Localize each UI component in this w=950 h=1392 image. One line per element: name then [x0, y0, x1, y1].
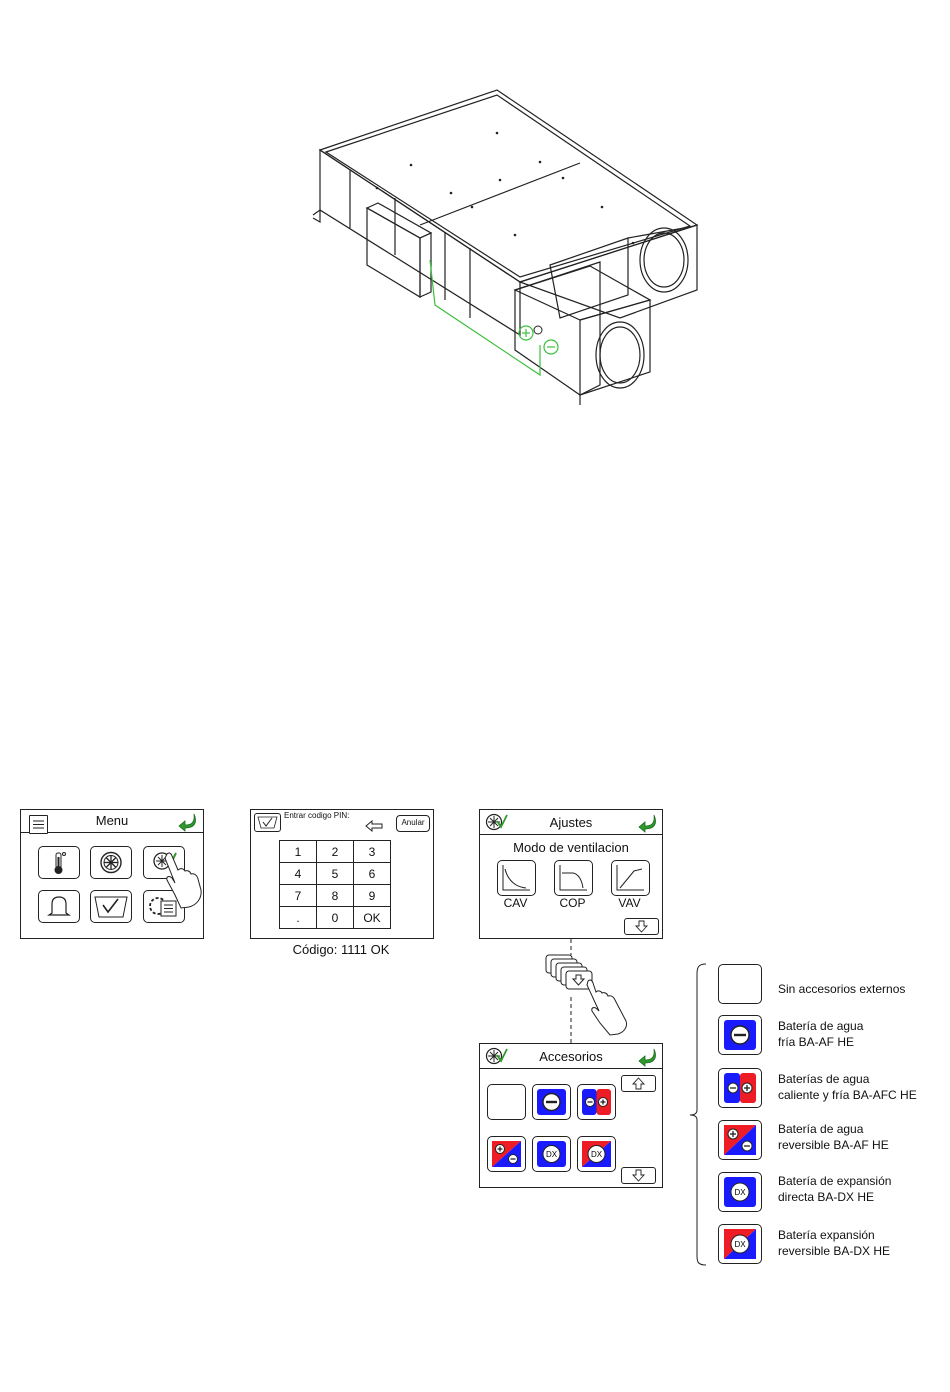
acc-cold-water-button[interactable] — [532, 1084, 571, 1120]
acc-dx-button[interactable]: DX — [532, 1136, 571, 1172]
checklist-icon — [94, 896, 128, 918]
hot-cold-coil-icon — [582, 1089, 611, 1115]
legend-icon-dx-reversible: DX — [718, 1224, 762, 1264]
accesorios-title: Accesorios — [539, 1049, 603, 1064]
transition-graphic — [545, 939, 627, 1043]
legend-icon-dx: DX — [718, 1172, 762, 1212]
key-2[interactable]: 2 — [316, 840, 354, 863]
scroll-down-button[interactable] — [621, 1167, 656, 1184]
legend-icon-hot-cold-water — [718, 1068, 762, 1108]
ajustes-title: Ajustes — [549, 815, 593, 830]
ajustes-header: Ajustes — [480, 810, 662, 835]
back-arrow-icon[interactable] — [637, 813, 659, 833]
checklist-icon — [257, 816, 278, 829]
acc-none-button[interactable] — [487, 1084, 526, 1120]
fan-icon — [100, 851, 122, 874]
back-arrow-icon[interactable] — [637, 1047, 659, 1067]
arrow-down-icon — [634, 920, 649, 933]
dx-text: DX — [546, 1150, 558, 1159]
reversible-coil-icon — [724, 1125, 756, 1155]
acc-hot-cold-water-button[interactable] — [577, 1084, 616, 1120]
reversible-coil-icon — [492, 1141, 521, 1167]
legend-icon-none — [718, 964, 762, 1004]
accesorios-screen: Accesorios DX DX — [479, 1043, 663, 1188]
cancel-label: Anular — [401, 818, 425, 827]
scroll-up-button[interactable] — [621, 1075, 656, 1092]
cold-coil-icon — [537, 1089, 566, 1115]
mode-vav-label: VAV — [618, 896, 641, 910]
unit-illustration — [312, 89, 699, 405]
hot-cold-coil-icon — [724, 1073, 756, 1103]
dx-text: DX — [734, 1188, 746, 1197]
dx-coil-icon: DX — [724, 1177, 756, 1207]
dx-text: DX — [591, 1150, 603, 1159]
dx-reversible-coil-icon: DX — [582, 1141, 611, 1167]
ventilation-button[interactable] — [90, 846, 132, 879]
mode-cav-button[interactable] — [497, 860, 536, 896]
acc-dx-reversible-button[interactable]: DX — [577, 1136, 616, 1172]
legend-label-none: Sin accesorios externos — [778, 982, 906, 996]
acc-reversible-water-button[interactable] — [487, 1136, 526, 1172]
cav-curve-icon — [502, 865, 530, 891]
fan-check-icon — [485, 1047, 508, 1065]
dx-coil-icon: DX — [537, 1141, 566, 1167]
fan-check-icon — [485, 813, 508, 831]
menu-screen: Menu — [20, 809, 204, 939]
dx-text: DX — [734, 1240, 746, 1249]
key-dot[interactable]: . — [279, 906, 317, 929]
mode-cav-label: CAV — [503, 896, 528, 910]
key-7[interactable]: 7 — [279, 884, 317, 907]
legend-icon-cold-water — [718, 1015, 762, 1055]
ajustes-screen: Ajustes Modo de ventilacion CAV COP VAV — [479, 809, 663, 939]
dx-reversible-coil-icon: DX — [724, 1229, 756, 1259]
thermometer-icon — [54, 852, 66, 874]
back-arrow-icon[interactable] — [177, 812, 199, 832]
cop-curve-icon — [559, 865, 587, 891]
legend-label-cold-water: Batería de agua fría BA-AF HE — [778, 1019, 864, 1049]
legend-label-hot-cold-water: Baterías de agua caliente y fría BA-AFC … — [778, 1072, 917, 1102]
vav-curve-icon — [616, 865, 644, 891]
pin-prompt: Entrar codigo PIN: — [284, 811, 350, 820]
arrow-down-icon — [631, 1169, 646, 1182]
accesorios-header: Accesorios — [480, 1044, 662, 1069]
menu-header: Menu — [21, 810, 203, 834]
service-button[interactable] — [90, 890, 132, 923]
alarm-button[interactable] — [38, 890, 80, 923]
scroll-down-button[interactable] — [624, 918, 659, 935]
legend-icon-reversible-water — [718, 1120, 762, 1160]
key-5[interactable]: 5 — [316, 862, 354, 885]
legend-bracket — [689, 963, 707, 1266]
cold-coil-icon — [724, 1020, 756, 1050]
legend-label-dx-reversible: Batería expansión reversible BA-DX HE — [778, 1228, 891, 1258]
key-0[interactable]: 0 — [316, 906, 354, 929]
menu-title: Menu — [95, 813, 129, 828]
key-ok[interactable]: OK — [353, 906, 391, 929]
ventilation-mode-title: Modo de ventilacion — [513, 840, 629, 855]
gear-list-icon — [149, 897, 177, 917]
key-3[interactable]: 3 — [353, 840, 391, 863]
mode-cop-label: COP — [559, 896, 586, 910]
key-9[interactable]: 9 — [353, 884, 391, 907]
cancel-button[interactable]: Anular — [396, 815, 430, 832]
mode-vav-button[interactable] — [611, 860, 650, 896]
bell-icon — [47, 896, 71, 916]
key-8[interactable]: 8 — [316, 884, 354, 907]
arrow-up-icon — [631, 1077, 646, 1090]
menu-list-button[interactable] — [29, 815, 48, 834]
key-1[interactable]: 1 — [279, 840, 317, 863]
temperature-button[interactable] — [38, 846, 80, 879]
list-icon — [33, 820, 44, 829]
pin-caption: Código: 1111 OK — [292, 942, 390, 957]
pointing-hand-icon — [164, 852, 202, 909]
service-icon-button — [254, 813, 281, 832]
key-4[interactable]: 4 — [279, 862, 317, 885]
mode-cop-button[interactable] — [554, 860, 593, 896]
key-6[interactable]: 6 — [353, 862, 391, 885]
legend-label-dx: Batería de expansión directa BA-DX HE — [778, 1174, 892, 1204]
backspace-arrow-icon[interactable] — [364, 820, 384, 832]
legend-label-reversible-water: Batería de agua reversible BA-AF HE — [778, 1122, 889, 1152]
